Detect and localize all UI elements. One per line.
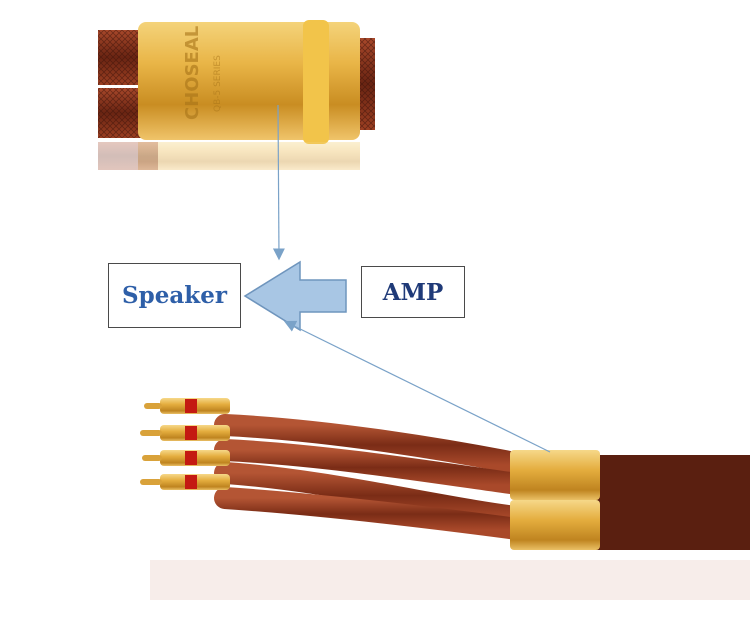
left-block-arrow-icon — [243, 260, 347, 332]
speaker-cable-photo — [140, 398, 750, 600]
svg-text:CHOSEAL: CHOSEAL — [182, 26, 203, 120]
amp-label-box: AMP — [361, 266, 465, 318]
speaker-label-box: Speaker — [108, 263, 241, 328]
svg-text:QB-5 SERIES: QB-5 SERIES — [213, 55, 223, 112]
speaker-label: Speaker — [122, 282, 227, 309]
amp-label: AMP — [382, 278, 444, 306]
connector-closeup-photo: CHOSEAL QB-5 SERIES — [98, 20, 375, 170]
